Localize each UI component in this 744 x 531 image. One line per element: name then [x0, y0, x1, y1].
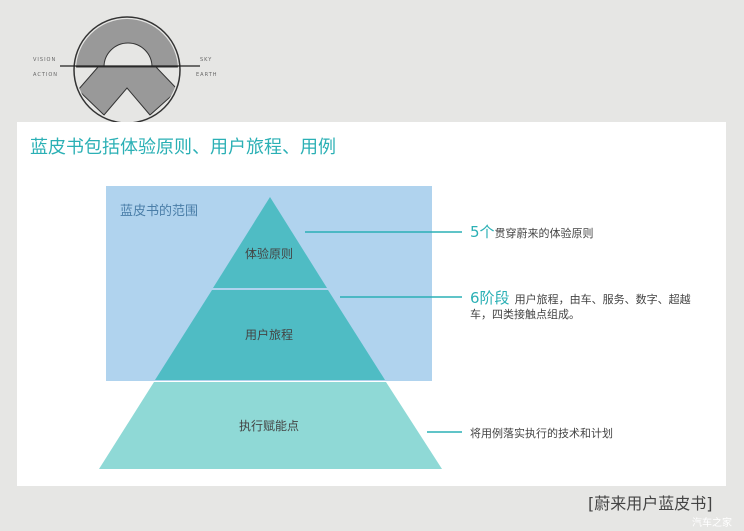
pyramid-level-middle	[155, 290, 385, 380]
logo-sky: SKY	[200, 57, 213, 63]
annotation-highlight: 6阶段	[470, 289, 510, 307]
annotation-text: 车，四类接触点组成。	[470, 308, 580, 321]
footer-label: [蔚来用户蓝皮书]	[588, 494, 713, 513]
level-label: 执行赋能点	[239, 419, 300, 433]
annotation-text: 用户旅程，由车、服务、数字、超越	[514, 293, 691, 306]
pyramid-level-top	[213, 197, 327, 288]
annotation: 6阶段 用户旅程，由车、服务、数字、超越	[470, 287, 691, 308]
slide-title: 蓝皮书包括体验原则、用户旅程、用例	[30, 137, 336, 158]
logo-earth: EARTH	[196, 72, 218, 78]
level-label: 体验原则	[245, 247, 294, 261]
level-label: 用户旅程	[245, 328, 294, 342]
annotation-text: 贯穿蔚来的体验原则	[494, 227, 594, 240]
logo-vision: VISION	[33, 57, 57, 63]
annotation-text: 将用例落实执行的技术和计划	[470, 427, 613, 440]
pyramid-level-bottom	[99, 382, 442, 469]
annotation-highlight: 5个	[470, 223, 495, 241]
logo-action: ACTION	[33, 72, 59, 78]
watermark: 汽车之家	[692, 518, 732, 529]
annotation: 5个贯穿蔚来的体验原则	[470, 221, 594, 242]
scope-label: 蓝皮书的范围	[120, 204, 199, 219]
